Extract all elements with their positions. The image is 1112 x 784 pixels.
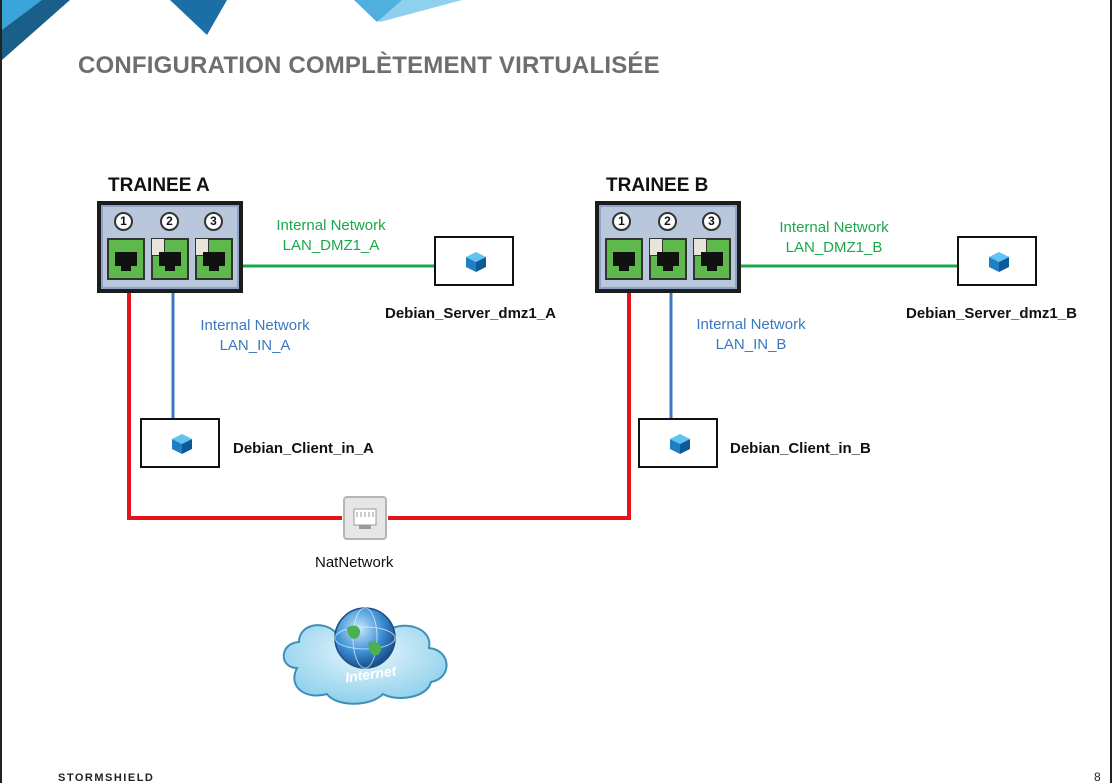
- in-network-label-a: Internal Network LAN_IN_A: [200, 317, 310, 354]
- vm-server-dmz-a: [434, 236, 514, 286]
- page-number: 8: [1094, 770, 1101, 784]
- link-nat-a: [127, 272, 342, 520]
- vm-server-dmz-b: [957, 236, 1037, 286]
- link-nat-b: [388, 272, 631, 520]
- client-name-b: Debian_Client_in_B: [730, 440, 871, 457]
- vm-client-in-b: [638, 418, 718, 468]
- ethernet-port-icon: [693, 238, 731, 280]
- dmz-network-label-b: Internal Network LAN_DMZ1_B: [779, 219, 889, 256]
- internet-cloud-icon: [282, 607, 448, 705]
- nat-network-label: NatNetwork: [315, 554, 394, 571]
- port-number-1: 1: [114, 212, 133, 231]
- firewall-trainee-a: 1 2 3: [97, 201, 243, 293]
- port-number-3: 3: [204, 212, 223, 231]
- server-name-b: Debian_Server_dmz1_B: [906, 305, 1077, 322]
- ethernet-port-icon: [151, 238, 189, 280]
- virtualbox-cube-icon: [466, 252, 486, 272]
- ethernet-port-icon: [605, 238, 643, 280]
- client-name-a: Debian_Client_in_A: [233, 440, 374, 457]
- trainee-a-label: TRAINEE A: [108, 175, 210, 196]
- virtualbox-cube-icon: [989, 252, 1009, 272]
- port-number-3: 3: [702, 212, 721, 231]
- ethernet-port-icon: [649, 238, 687, 280]
- dmz-network-label-a: Internal Network LAN_DMZ1_A: [276, 217, 386, 254]
- decorative-header-shapes: [2, 0, 462, 60]
- virtualbox-cube-icon: [670, 434, 690, 454]
- port-number-2: 2: [658, 212, 677, 231]
- network-switch-icon: [343, 496, 387, 540]
- footer-brand-logo: STORMSHIELD: [58, 772, 155, 784]
- server-name-a: Debian_Server_dmz1_A: [385, 305, 556, 322]
- ethernet-port-icon: [107, 238, 145, 280]
- virtualbox-cube-icon: [172, 434, 192, 454]
- in-network-label-b: Internal Network LAN_IN_B: [696, 316, 806, 353]
- slide-title: CONFIGURATION COMPLÈTEMENT VIRTUALISÉE: [78, 52, 660, 79]
- firewall-trainee-b: 1 2 3: [595, 201, 741, 293]
- vm-client-in-a: [140, 418, 220, 468]
- ethernet-port-icon: [195, 238, 233, 280]
- port-number-1: 1: [612, 212, 631, 231]
- trainee-b-label: TRAINEE B: [606, 175, 709, 196]
- port-number-2: 2: [160, 212, 179, 231]
